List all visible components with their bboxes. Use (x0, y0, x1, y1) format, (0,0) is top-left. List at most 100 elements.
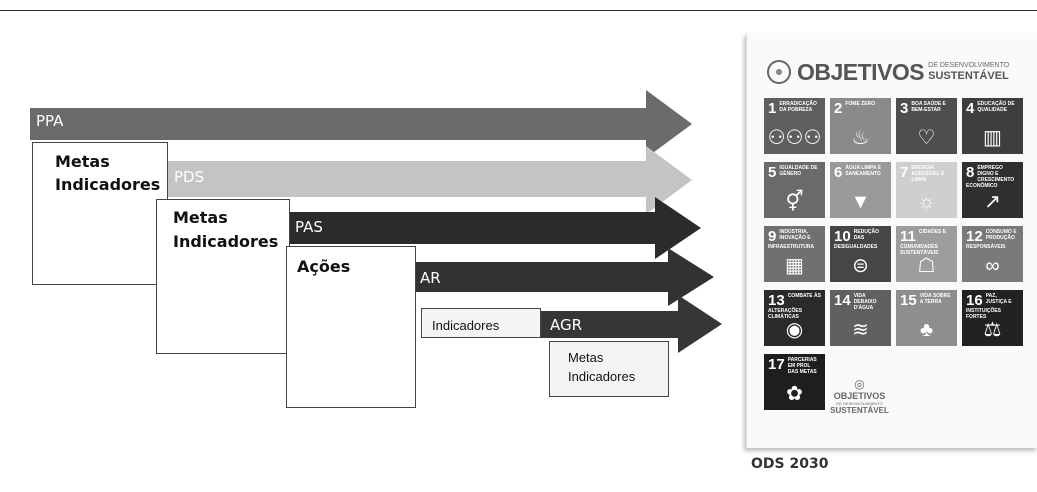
sdg-goal-number: 8 (966, 164, 975, 181)
sdg-logo-mid: DE DESENVOLVIMENTO (836, 401, 883, 406)
sdg-goal-text: Redução das desigualdades (834, 229, 879, 250)
sdg-goal-number: 3 (900, 100, 909, 117)
un-emblem-small-icon: ◎ (854, 377, 865, 391)
gender-icon: ⚥ (785, 191, 804, 213)
ppa-box-indicadores: Indicadores (55, 175, 161, 194)
sun-icon: ☼ (917, 191, 936, 213)
pds-box-indicadores: Indicadores (173, 232, 279, 251)
sdg-goal-number: 6 (834, 164, 843, 181)
eye-earth-icon: ◉ (785, 319, 804, 341)
ppa-label: PPA (36, 112, 64, 130)
equal-icon: ⊜ (852, 255, 869, 277)
sdg-goal-text: Indústria, inovação e infraestrutura (768, 229, 815, 250)
sdg-goal-4: 4Educação de qualidade ▥ (962, 98, 1023, 154)
sdg-goal-number: 16 (966, 292, 983, 309)
sdg-goal-number: 5 (768, 164, 777, 181)
dove-icon: ⚖ (983, 319, 1002, 341)
sdg-goal-text: Erradicação da pobreza (779, 101, 817, 113)
cubes-icon: ▦ (785, 255, 804, 277)
pas-label: PAS (295, 218, 323, 236)
sdg-goal-2: 2Fome zero ♨ (830, 98, 891, 154)
sdg-goal-number: 14 (834, 292, 851, 309)
top-rule (0, 10, 1037, 11)
family-icon: ⚇⚇⚇ (767, 127, 822, 149)
sdg-logo-tile: ◎ OBJETIVOS DE DESENVOLVIMENTO SUSTENTÁV… (829, 373, 890, 429)
sdg-goal-number: 13 (768, 292, 785, 309)
agr-box-metas: Metas (568, 350, 604, 365)
ar-label: AR (420, 269, 441, 287)
ppa-box-metas: Metas (55, 152, 110, 171)
sdg-goal-number: 17 (768, 356, 785, 373)
pds-box: Metas Indicadores (156, 199, 290, 354)
pds-arrow (155, 146, 692, 214)
un-emblem-icon (767, 60, 791, 84)
sdg-goal-14: 14Vida debaixo d'água ≋ (830, 290, 891, 346)
sdg-goal-1: 1Erradicação da pobreza ⚇⚇⚇ (764, 98, 825, 154)
pas-box: Ações (286, 246, 416, 408)
book-icon: ▥ (983, 127, 1002, 149)
sdg-goal-text: Fome zero (845, 101, 876, 107)
sdg-goal-8: 8Emprego digno e crescimento econômico↗ (962, 162, 1023, 218)
sdg-title-sub-top: DE DESENVOLVIMENTO (928, 62, 1010, 69)
sdg-goal-text: Combate às alterações climáticas (768, 293, 821, 320)
city-icon: ☖ (917, 255, 936, 277)
sdg-goal-11: 11Cidades e comunidades sustentáveis☖ (896, 226, 957, 282)
ppa-box: Metas Indicadores (32, 142, 168, 285)
sdg-goal-9: 9Indústria, inovação e infraestrutura ▦ (764, 226, 825, 282)
bowl-icon: ♨ (851, 127, 870, 149)
water-icon: ▼ (850, 191, 871, 213)
growth-chart-icon: ↗ (984, 191, 1001, 213)
ar-box-indicadores: Indicadores (432, 318, 500, 333)
sdg-title: OBJETIVOS DE DESENVOLVIMENTO SUSTENTÁVEL (767, 57, 1027, 87)
tree-icon: ♣ (919, 319, 934, 341)
fish-icon: ≋ (852, 319, 869, 341)
sdg-goal-number: 9 (768, 228, 777, 245)
sdg-goal-number: 10 (834, 228, 851, 245)
sdg-goal-text: Cidades e comunidades sustentáveis (900, 229, 947, 256)
sdg-goal-number: 12 (966, 228, 983, 245)
sdg-goal-text: Vida sobre a terra (919, 293, 951, 305)
sdg-goal-number: 4 (966, 100, 975, 117)
sdg-goal-6: 6Água limpa e saneamento ▼ (830, 162, 891, 218)
agr-box-indicadores: Indicadores (568, 369, 636, 384)
sdg-goal-text: Parcerias em prol das metas (787, 357, 817, 375)
sdg-goal-12: 12Consumo e produção responsáveis ∞ (962, 226, 1023, 282)
sdg-goal-5: 5Igualdade de gênero ⚥ (764, 162, 825, 218)
sdg-title-sub: DE DESENVOLVIMENTO SUSTENTÁVEL (928, 62, 1009, 82)
sdg-goal-number: 1 (768, 100, 777, 117)
agr-arrow (540, 295, 722, 353)
sdg-goal-7: 7Energia acessível e limpa ☼ (896, 162, 957, 218)
sdg-goal-text: Vida debaixo d'água (853, 293, 877, 311)
sdg-poster: OBJETIVOS DE DESENVOLVIMENTO SUSTENTÁVEL… (746, 33, 1037, 448)
sdg-goal-number: 11 (900, 228, 916, 245)
sdg-title-main: OBJETIVOS (797, 58, 925, 85)
sdg-goal-text: Paz, justiça e instituições fortes (966, 293, 1012, 320)
sdg-goal-text: Água limpa e saneamento (845, 165, 881, 177)
pas-arrow (287, 197, 701, 259)
sdg-goal-number: 2 (834, 100, 843, 117)
pas-box-acoes: Ações (297, 257, 351, 276)
sdg-goal-text: Boa saúde e bem-estar (911, 101, 946, 113)
sdg-goal-text: Consumo e produção responsáveis (966, 229, 1017, 250)
sdg-goal-text: Educação de qualidade (977, 101, 1015, 113)
sdg-goal-13: 13Combate às alterações climáticas◉ (764, 290, 825, 346)
sdg-goal-text: Energia acessível e limpa (911, 165, 945, 183)
sdg-goal-16: 16Paz, justiça e instituições fortes⚖ (962, 290, 1023, 346)
ppa-arrow (30, 90, 692, 158)
sdg-goal-17: 17Parcerias em prol das metas✿ (764, 354, 825, 410)
agr-box: Metas Indicadores (549, 341, 669, 397)
sdg-goal-text: Emprego digno e crescimento econômico (966, 165, 1015, 189)
sdg-goal-3: 3Boa saúde e bem-estar♡ (896, 98, 957, 154)
ods-caption: ODS 2030 (751, 456, 829, 472)
pds-label: PDS (174, 168, 205, 186)
agr-label: AGR (550, 316, 583, 334)
sdg-goal-15: 15Vida sobre a terra ♣ (896, 290, 957, 346)
infinity-icon: ∞ (985, 255, 1000, 277)
sdg-goal-text: Igualdade de gênero (779, 165, 818, 177)
pds-box-metas: Metas (173, 208, 228, 227)
sdg-goal-number: 15 (900, 292, 917, 309)
sdg-goal-number: 7 (900, 164, 909, 181)
arrows-layer (30, 90, 722, 353)
sdg-logo-top: OBJETIVOS (833, 391, 886, 401)
ar-box: Indicadores (421, 308, 541, 338)
